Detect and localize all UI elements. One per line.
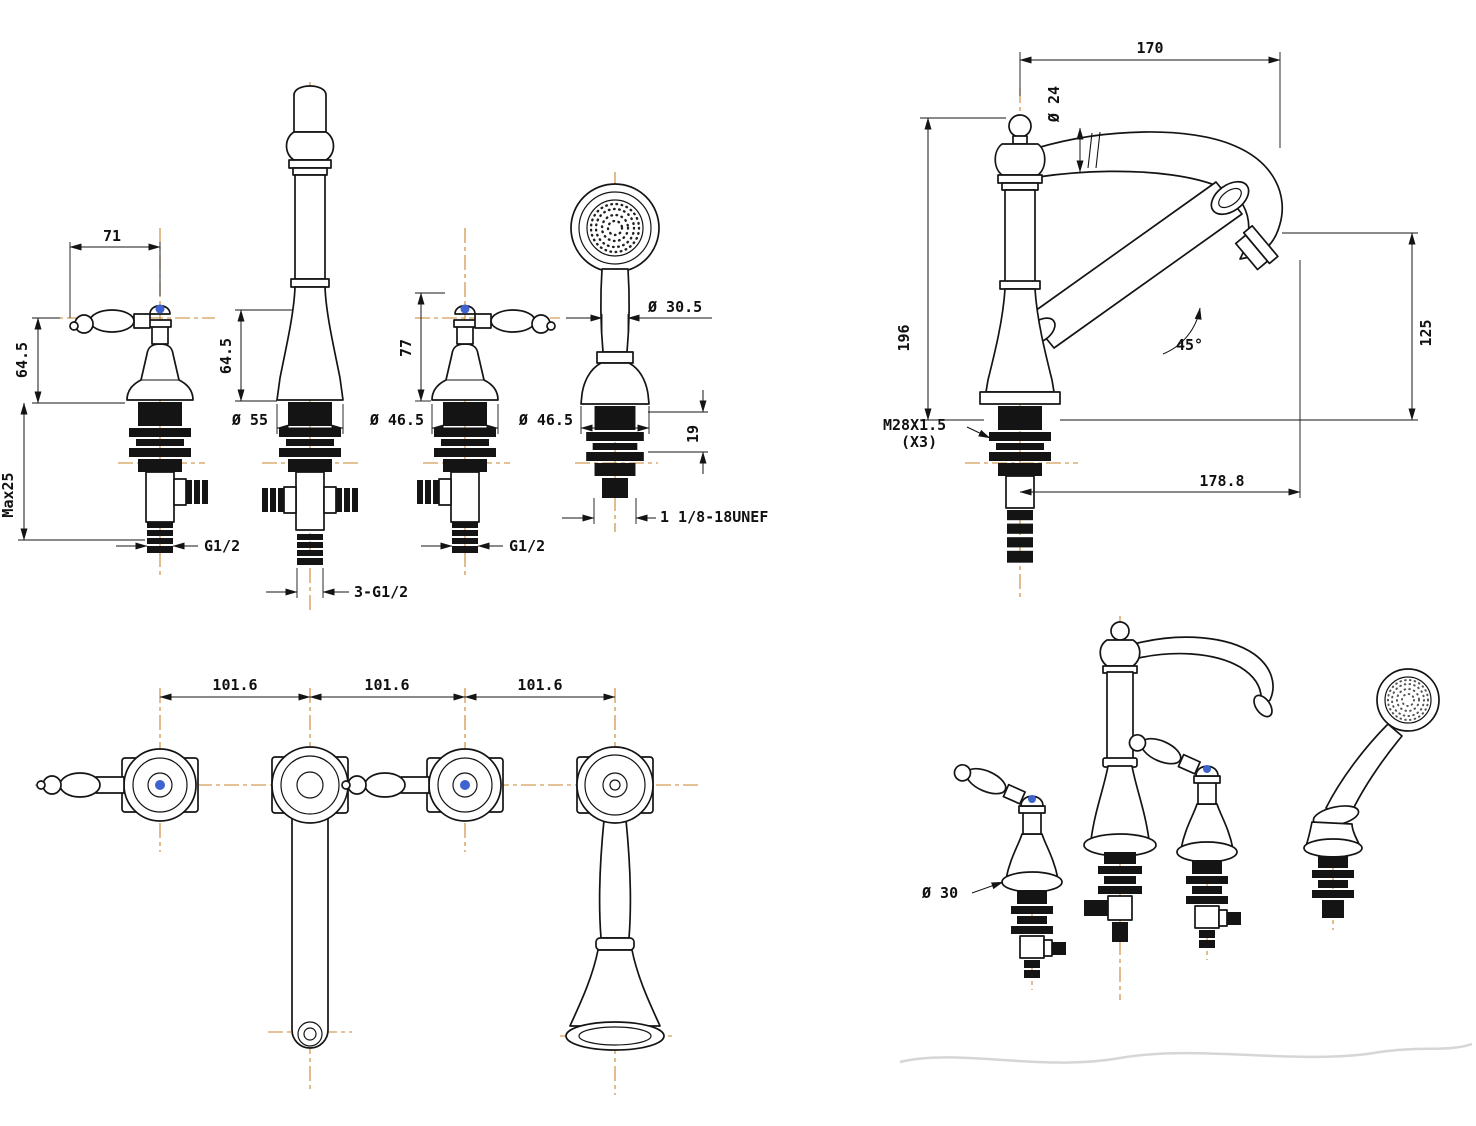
dim-label-46-5-shower: Ø 46.5 xyxy=(518,411,573,429)
dim-label-46-5-handle: Ø 46.5 xyxy=(369,411,424,429)
dim-label-max25: Max25 xyxy=(0,472,17,517)
spout-front xyxy=(261,85,359,565)
dim-label-m28-x3: (X3) xyxy=(901,433,937,451)
dim-label-196: 196 xyxy=(895,324,913,351)
hot-handle-front xyxy=(69,303,209,553)
front-dimensions: 71 64.5 Max25 64.5 Ø 55 77 Ø 46.5 xyxy=(0,227,768,601)
dim-label-19: 19 xyxy=(684,425,702,443)
plan-view: 101.6 101.6 101.6 xyxy=(35,676,700,1095)
dim-label-24: Ø 24 xyxy=(1045,86,1063,123)
dim-label-64-5-spout: 64.5 xyxy=(217,338,235,374)
dim-label-77: 77 xyxy=(397,339,415,357)
handshower-front xyxy=(570,183,660,498)
dim-label-g12-right: G1/2 xyxy=(509,537,545,555)
dim-label-30-5: Ø 30.5 xyxy=(647,298,702,316)
dim-label-3-g12: 3-G1/2 xyxy=(354,583,408,601)
dim-label-unef: 1 1/8-18UNEF xyxy=(660,508,768,526)
iso-spout xyxy=(1083,621,1274,942)
dim-label-170: 170 xyxy=(1136,39,1163,57)
iso-dimensions: Ø 30 xyxy=(921,881,1004,902)
scan-artifact xyxy=(899,1042,1473,1064)
dim-label-125: 125 xyxy=(1417,319,1435,346)
side-view: 170 Ø 24 196 125 45° M28X1.5 (X3) 178.8 xyxy=(883,39,1435,600)
plan-handshower xyxy=(565,746,665,1051)
dim-label-g12-left: G1/2 xyxy=(204,537,240,555)
side-dimensions: 170 Ø 24 196 125 45° M28X1.5 (X3) 178.8 xyxy=(883,39,1435,498)
dim-label-101-6-a: 101.6 xyxy=(212,676,257,694)
front-view: 71 64.5 Max25 64.5 Ø 55 77 Ø 46.5 xyxy=(0,82,768,612)
dim-label-64-5-handle: 64.5 xyxy=(13,342,31,378)
dim-label-178-8: 178.8 xyxy=(1199,472,1244,490)
dim-label-55: Ø 55 xyxy=(231,411,268,429)
dim-label-71: 71 xyxy=(103,227,121,245)
dim-label-101-6-b: 101.6 xyxy=(364,676,409,694)
iso-view: Ø 30 xyxy=(899,616,1473,1064)
dim-label-45: 45° xyxy=(1176,336,1203,354)
dim-label-101-6-c: 101.6 xyxy=(517,676,562,694)
iso-handshower xyxy=(1303,668,1440,918)
dim-label-m28: M28X1.5 xyxy=(883,416,946,434)
plan-dimensions: 101.6 101.6 101.6 xyxy=(159,676,616,701)
cold-handle-front xyxy=(416,303,556,553)
plan-spout xyxy=(271,746,349,1049)
dim-label-30: Ø 30 xyxy=(921,884,958,902)
spout-side xyxy=(979,114,1284,563)
